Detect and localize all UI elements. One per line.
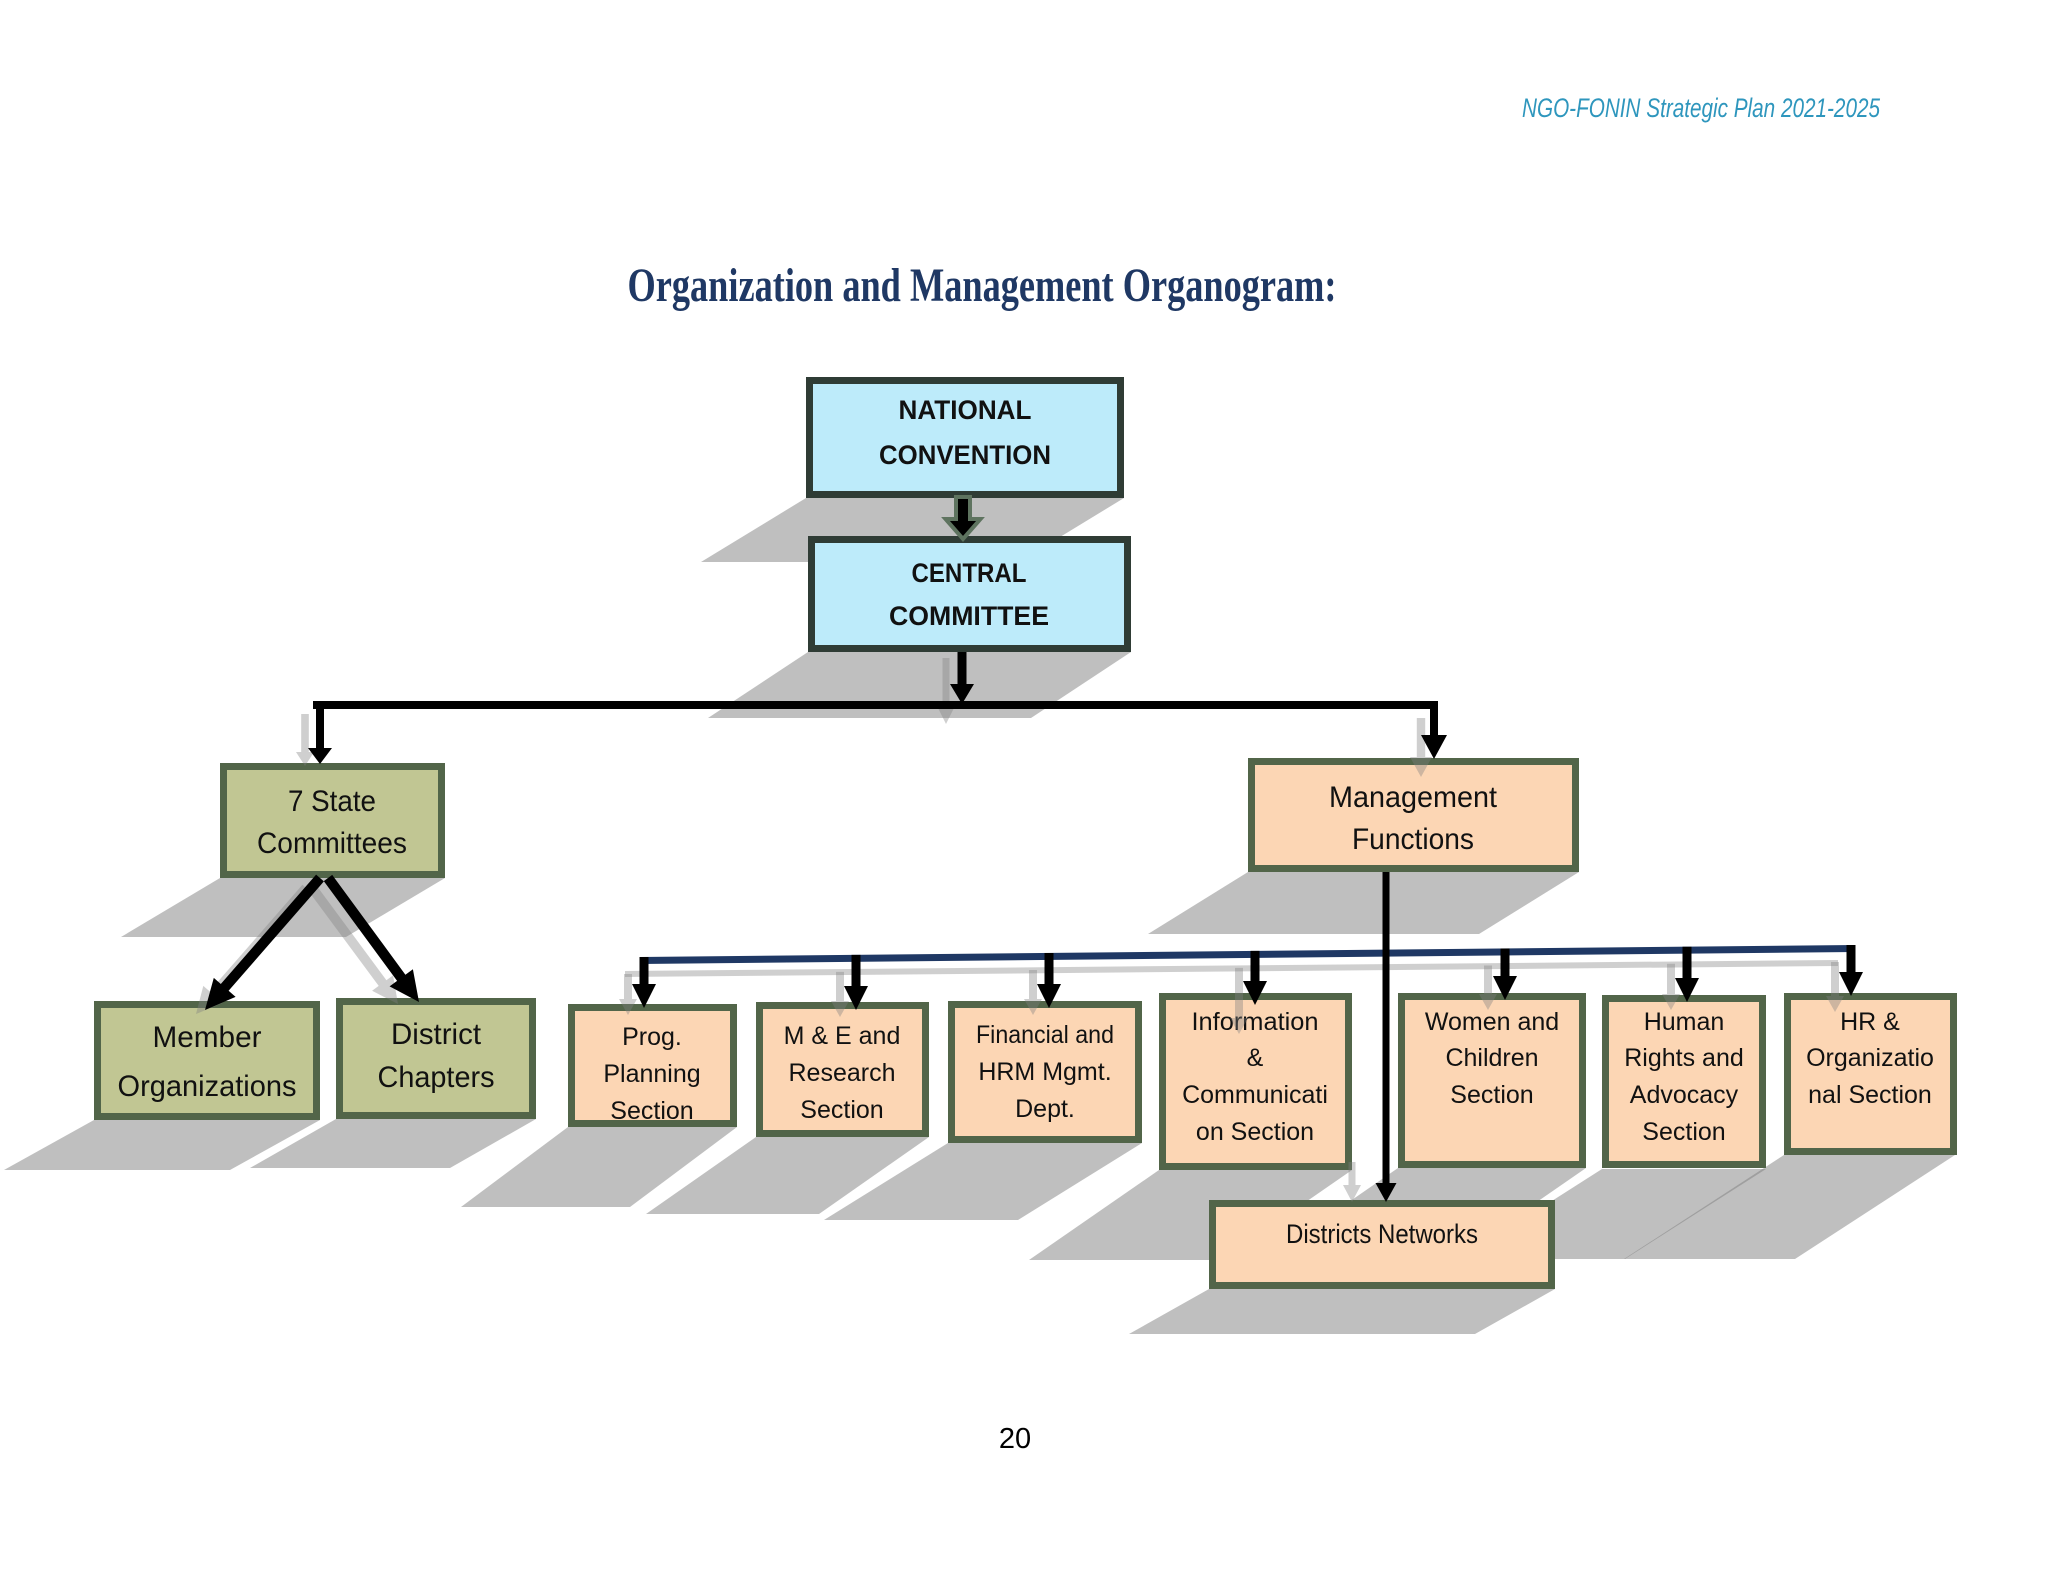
svg-text:7 State: 7 State [288, 785, 376, 818]
svg-text:Human: Human [1644, 1008, 1725, 1036]
svg-text:M & E and: M & E and [784, 1022, 901, 1050]
svg-text:20: 20 [999, 1423, 1031, 1455]
svg-text:HRM Mgmt.: HRM Mgmt. [978, 1058, 1111, 1086]
svg-text:nal Section: nal Section [1808, 1081, 1932, 1109]
svg-text:Section: Section [800, 1096, 883, 1124]
svg-text:NATIONAL: NATIONAL [899, 395, 1032, 425]
svg-text:Financial and: Financial and [976, 1021, 1114, 1049]
svg-text:Section: Section [610, 1097, 693, 1125]
svg-text:Women and: Women and [1425, 1008, 1559, 1036]
svg-text:Planning: Planning [603, 1060, 700, 1088]
svg-text:Organizations: Organizations [118, 1070, 297, 1103]
svg-text:Research: Research [789, 1059, 896, 1087]
svg-text:Section: Section [1642, 1118, 1725, 1146]
svg-text:CENTRAL: CENTRAL [912, 558, 1027, 588]
svg-text:Districts Networks: Districts Networks [1286, 1219, 1478, 1249]
svg-text:Organizatio: Organizatio [1806, 1044, 1934, 1072]
svg-text:Rights and: Rights and [1624, 1044, 1744, 1072]
svg-text:Management: Management [1329, 781, 1498, 814]
svg-text:Advocacy: Advocacy [1630, 1081, 1739, 1109]
svg-text:&: & [1247, 1044, 1264, 1072]
svg-text:Member: Member [153, 1021, 262, 1054]
svg-text:Committees: Committees [257, 827, 407, 860]
svg-text:NGO-FONIN Strategic Plan 2021-: NGO-FONIN Strategic Plan 2021-2025 [1522, 93, 1881, 123]
svg-text:District: District [391, 1018, 482, 1051]
svg-text:Dept.: Dept. [1015, 1095, 1075, 1123]
svg-text:Functions: Functions [1352, 823, 1474, 856]
svg-text:on Section: on Section [1196, 1118, 1314, 1146]
svg-text:Organization and Management Or: Organization and Management Organogram: [628, 259, 1337, 312]
svg-text:Communicati: Communicati [1182, 1081, 1328, 1109]
svg-text:Information: Information [1192, 1008, 1319, 1036]
svg-text:CONVENTION: CONVENTION [879, 440, 1051, 470]
svg-text:HR &: HR & [1840, 1008, 1900, 1036]
svg-text:Prog.: Prog. [622, 1023, 682, 1051]
svg-text:Children: Children [1445, 1044, 1538, 1072]
svg-text:Chapters: Chapters [378, 1061, 495, 1094]
svg-text:COMMITTEE: COMMITTEE [889, 601, 1049, 631]
svg-text:Section: Section [1450, 1081, 1533, 1109]
